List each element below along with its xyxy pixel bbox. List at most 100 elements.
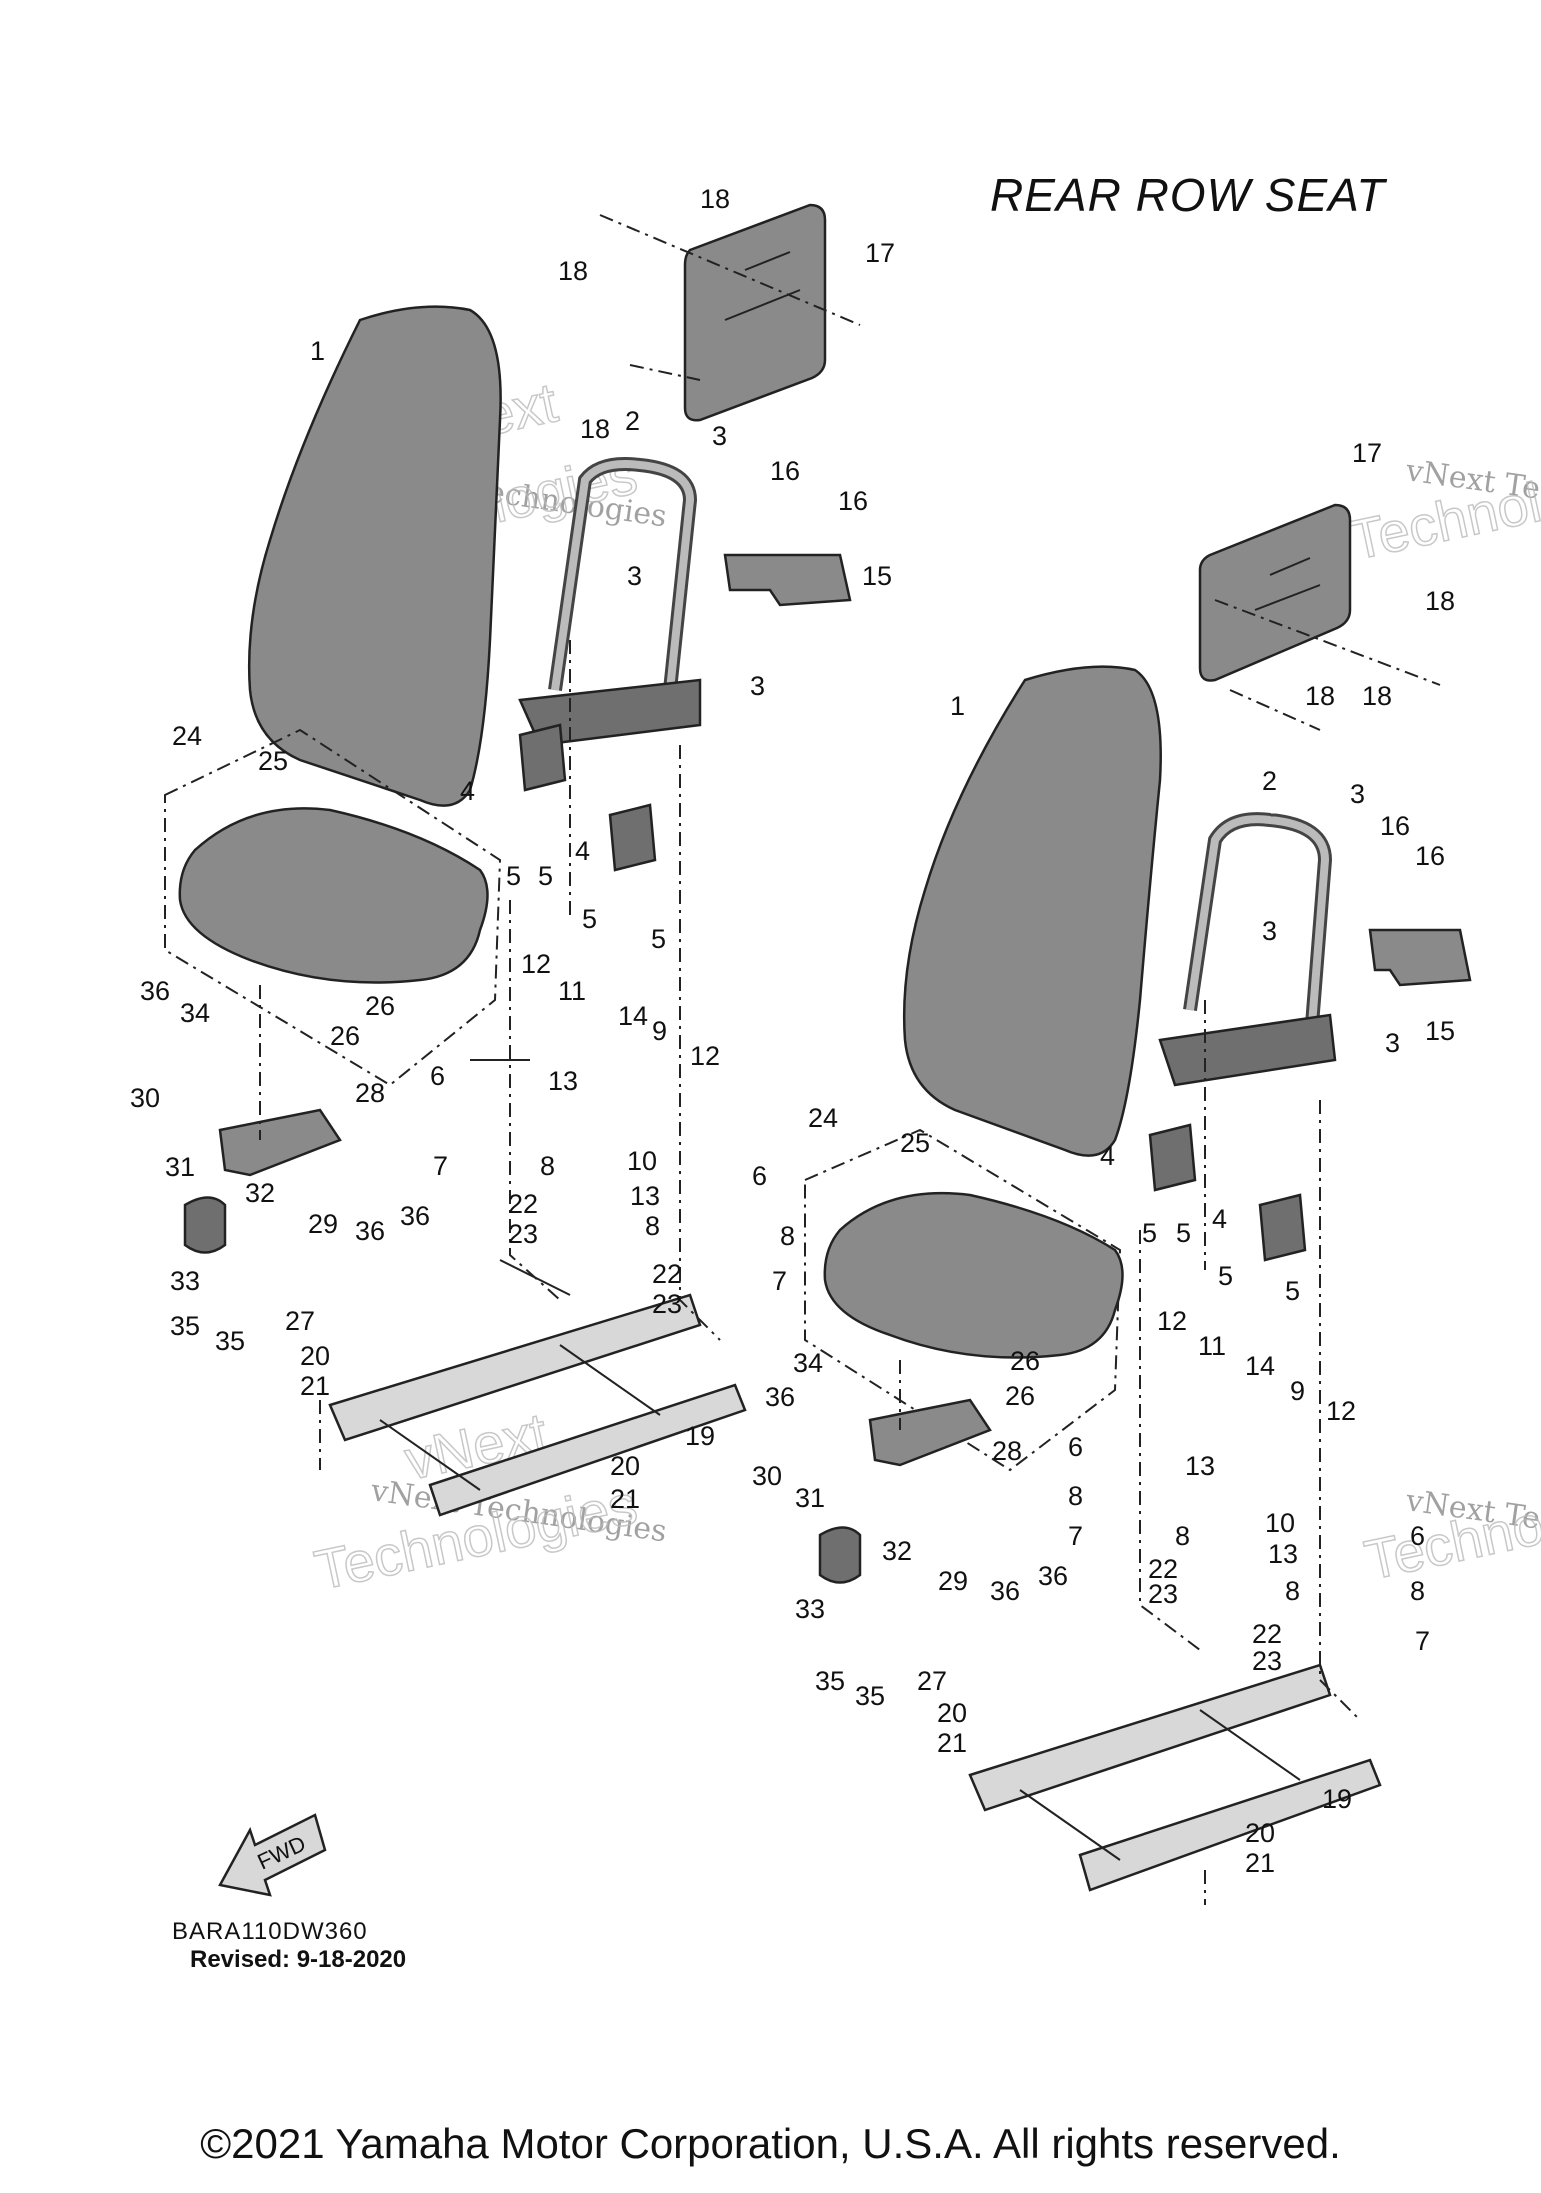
callout-label: 34	[180, 998, 210, 1028]
callout-label: 3	[1262, 916, 1277, 946]
callout-label: 10	[627, 1146, 657, 1176]
callout-label: 29	[308, 1209, 338, 1239]
callout-label: 36	[355, 1216, 385, 1246]
callout-label: 2	[1262, 766, 1277, 796]
headrest-pad	[683, 203, 827, 422]
callout-label: 16	[770, 456, 800, 486]
seat-rail	[328, 1293, 702, 1442]
callout-label: 13	[630, 1181, 660, 1211]
callout-label: 31	[165, 1152, 195, 1182]
callout-label: 7	[1415, 1626, 1430, 1656]
callout-label: 5	[538, 861, 553, 891]
callout-label: 5	[582, 904, 597, 934]
bracket	[1368, 928, 1472, 987]
diagram-title: REAR ROW SEAT	[990, 169, 1386, 221]
callout-label: 18	[1362, 681, 1392, 711]
callout-label: 25	[900, 1128, 930, 1158]
callout-label: 8	[645, 1211, 660, 1241]
callout-label: 26	[1010, 1346, 1040, 1376]
callout-label: 11	[1198, 1331, 1226, 1361]
callout-label: 5	[651, 924, 666, 954]
callout-label: 35	[855, 1681, 885, 1711]
callout-label: 21	[610, 1484, 640, 1514]
callout-label: 16	[838, 486, 868, 516]
seat-back	[247, 305, 502, 807]
callout-label: 8	[1175, 1521, 1190, 1551]
callout-label: 26	[365, 991, 395, 1021]
mounting-plate	[868, 1398, 992, 1467]
callout-label: 21	[300, 1371, 330, 1401]
callout-label: 34	[793, 1348, 823, 1378]
callout-label: 20	[300, 1341, 330, 1371]
callout-label: 22	[1148, 1554, 1178, 1584]
callout-label: 35	[815, 1666, 845, 1696]
callout-label: 22	[652, 1259, 682, 1289]
callout-label: 22	[1252, 1619, 1282, 1649]
callout-label: 8	[1410, 1576, 1425, 1606]
callout-label: 12	[1326, 1396, 1356, 1426]
callout-label: 22	[508, 1189, 538, 1219]
mounting-plate	[218, 1108, 342, 1177]
callout-label: 26	[1005, 1381, 1035, 1411]
callout-label: 32	[245, 1178, 275, 1208]
right-seat-assembly	[804, 503, 1472, 1905]
callout-label: 16	[1380, 811, 1410, 841]
revised-date: Revised: 9-18-2020	[190, 1946, 407, 1973]
callout-label: 36	[400, 1201, 430, 1231]
seat-back	[902, 665, 1162, 1157]
callout-label: 15	[862, 561, 892, 591]
callout-label: 10	[1265, 1508, 1295, 1538]
callout-label: 36	[990, 1576, 1020, 1606]
callout-label: 7	[1068, 1521, 1083, 1551]
callout-label: 23	[652, 1289, 682, 1319]
left-seat-assembly	[164, 203, 861, 1517]
callout-label: 11	[558, 976, 586, 1006]
callout-label: 35	[215, 1326, 245, 1356]
callout-label: 2	[625, 406, 640, 436]
bracket	[723, 553, 852, 607]
callout-label: 5	[1176, 1218, 1191, 1248]
callout-label: 28	[355, 1078, 385, 1108]
watermark-text: Technologies	[1359, 1462, 1541, 1592]
seat-cushion	[178, 807, 489, 984]
callout-label: 19	[685, 1421, 715, 1451]
callout-label: 5	[1285, 1276, 1300, 1306]
callout-label: 15	[1425, 1016, 1455, 1046]
copyright-notice: ©2021 Yamaha Motor Corporation, U.S.A. A…	[200, 2120, 1341, 2167]
callout-label: 18	[700, 184, 730, 214]
callout-label: 30	[130, 1083, 160, 1113]
callout-label: 14	[1245, 1351, 1275, 1381]
callout-label: 12	[1157, 1306, 1187, 1336]
callout-label: 9	[652, 1016, 667, 1046]
callout-label: 6	[430, 1061, 445, 1091]
callout-label: 20	[1245, 1818, 1275, 1848]
callout-label: 9	[1290, 1376, 1305, 1406]
callout-label: 4	[575, 836, 590, 866]
fwd-arrow: FWD	[218, 1813, 327, 1897]
callout-label: 6	[752, 1161, 767, 1191]
callout-label: 17	[865, 238, 895, 268]
callout-label: 3	[712, 421, 727, 451]
callout-label: 27	[917, 1666, 947, 1696]
callout-label: 1	[950, 691, 965, 721]
callout-label: 32	[882, 1536, 912, 1566]
callout-label: 31	[795, 1483, 825, 1513]
callout-label: 24	[172, 721, 202, 751]
callout-label: 3	[1350, 779, 1365, 809]
callout-label: 26	[330, 1021, 360, 1051]
callout-label: 18	[1305, 681, 1335, 711]
callout-label: 16	[1415, 841, 1445, 871]
callout-label: 20	[610, 1451, 640, 1481]
callout-label: 20	[937, 1698, 967, 1728]
callout-label: 35	[170, 1311, 200, 1341]
callout-label: 8	[1285, 1576, 1300, 1606]
callout-label: 5	[506, 861, 521, 891]
callout-label: 7	[772, 1266, 787, 1296]
callout-label: 3	[750, 671, 765, 701]
right-callouts: 1 2 3 3 3 4 4 5 5 5 5 6 6 7 7 8 8 8 8 9 …	[752, 438, 1455, 1878]
callout-label: 12	[690, 1041, 720, 1071]
callout-label: 23	[508, 1219, 538, 1249]
callout-label: 6	[1410, 1521, 1425, 1551]
callout-label: 27	[285, 1306, 315, 1336]
